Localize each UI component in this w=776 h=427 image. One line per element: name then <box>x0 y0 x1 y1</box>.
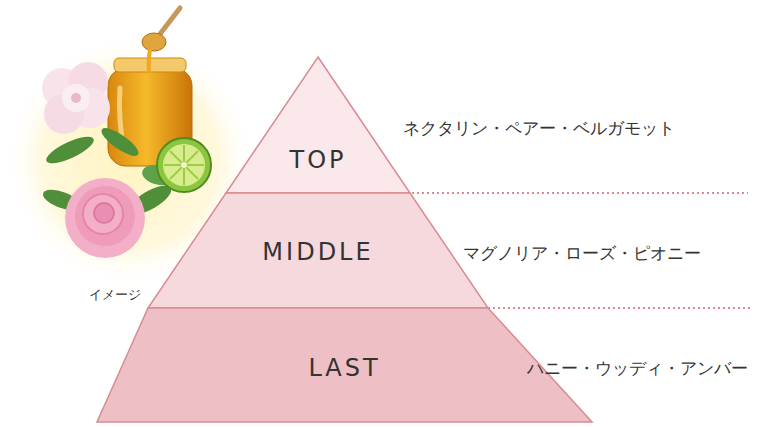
note-list: ハニー・ウッディ・アンバー <box>527 358 748 378</box>
band-title: TOP <box>226 148 410 172</box>
bergamot <box>157 138 211 192</box>
image-caption: イメージ <box>89 287 141 303</box>
note-list: マグノリア・ローズ・ピオニー <box>463 243 701 263</box>
peony-flower <box>42 62 110 134</box>
band-outline <box>226 57 410 193</box>
band-outline <box>97 308 592 422</box>
band-title: MIDDLE <box>148 240 488 264</box>
pyramid-band: LAST <box>97 308 592 422</box>
pyramid-band: MIDDLE <box>148 193 488 308</box>
note-list: ネクタリン・ペアー・ベルガモット <box>403 118 675 138</box>
rose <box>65 178 145 258</box>
band-shape <box>226 57 410 193</box>
band-outline <box>148 193 488 308</box>
honey-dipper <box>142 8 180 72</box>
band-title: LAST <box>97 356 592 380</box>
pyramid-band: TOP <box>226 57 410 193</box>
